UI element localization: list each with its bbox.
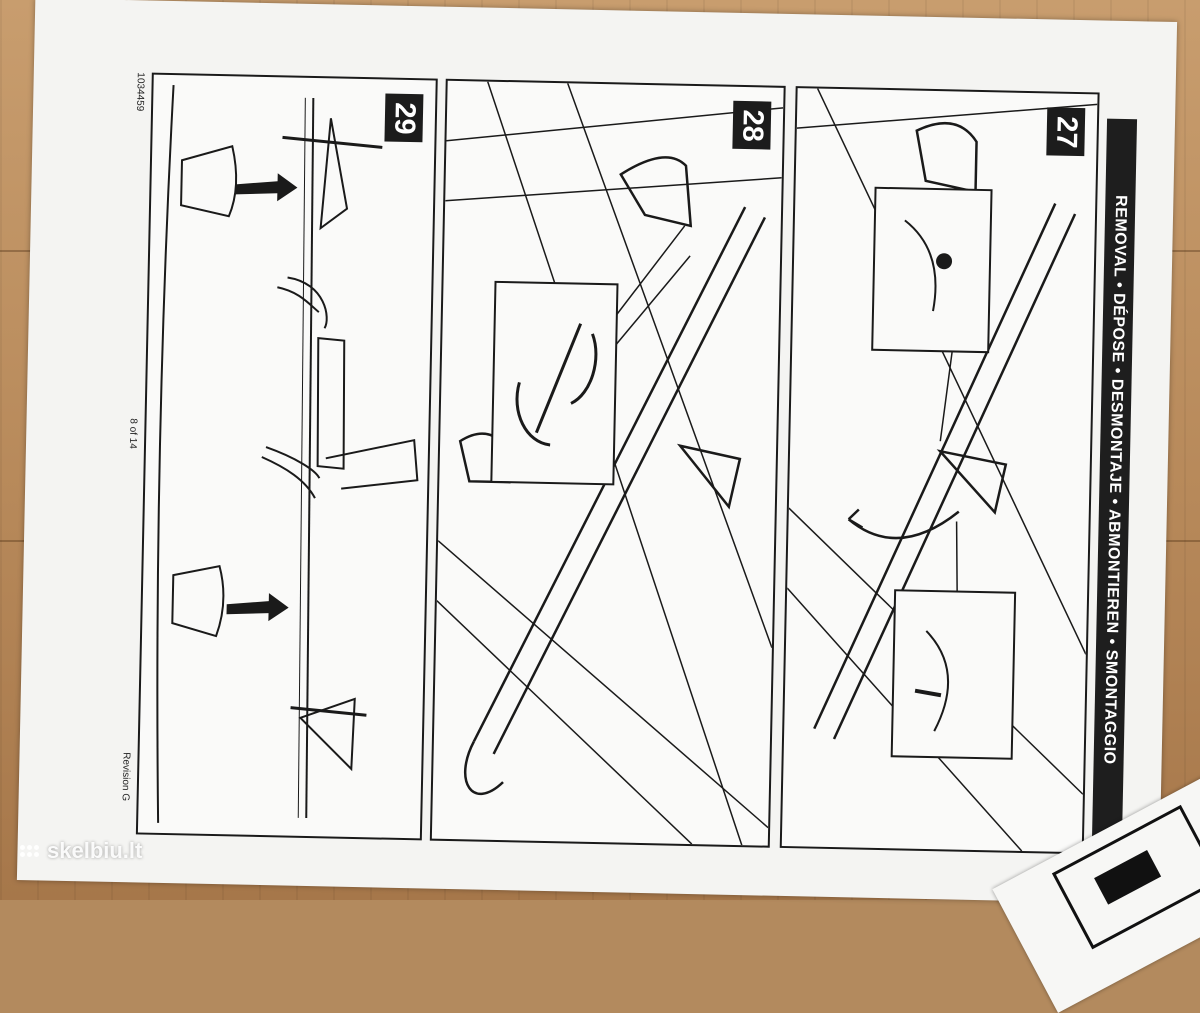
step-number-29: 29 bbox=[384, 93, 424, 143]
site-watermark: skelbiu.lt bbox=[20, 838, 142, 864]
watermark-dots-icon bbox=[20, 845, 39, 857]
step-number-27: 27 bbox=[1046, 107, 1086, 157]
step-number-28: 28 bbox=[732, 100, 772, 150]
step-panel-27: 27 bbox=[779, 86, 1100, 855]
step-panel-29: 29 bbox=[135, 72, 438, 841]
section-title: REMOVAL • DÉPOSE • DESMONTAJE • ABMONTIE… bbox=[1100, 194, 1130, 765]
watermark-text: skelbiu.lt bbox=[47, 838, 143, 863]
section-title-bar: REMOVAL • DÉPOSE • DESMONTAJE • ABMONTIE… bbox=[1091, 118, 1138, 842]
bike-rack-placement-illustration bbox=[156, 84, 419, 823]
doc-number: 1034459 bbox=[134, 72, 146, 112]
revision-label: Revision G bbox=[119, 752, 132, 802]
detail-box-top bbox=[871, 186, 993, 354]
detail-box-bottom bbox=[890, 589, 1017, 760]
zoom-detail-box bbox=[490, 280, 619, 486]
step-panel-28: 28 bbox=[429, 78, 786, 848]
cradle-removal-illustration bbox=[786, 88, 1098, 852]
page-number: 8 of 14 bbox=[126, 418, 139, 449]
instruction-page: 1034459 8 of 14 Revision G bbox=[16, 0, 1178, 904]
ratchet-strap-release-illustration bbox=[436, 81, 784, 846]
